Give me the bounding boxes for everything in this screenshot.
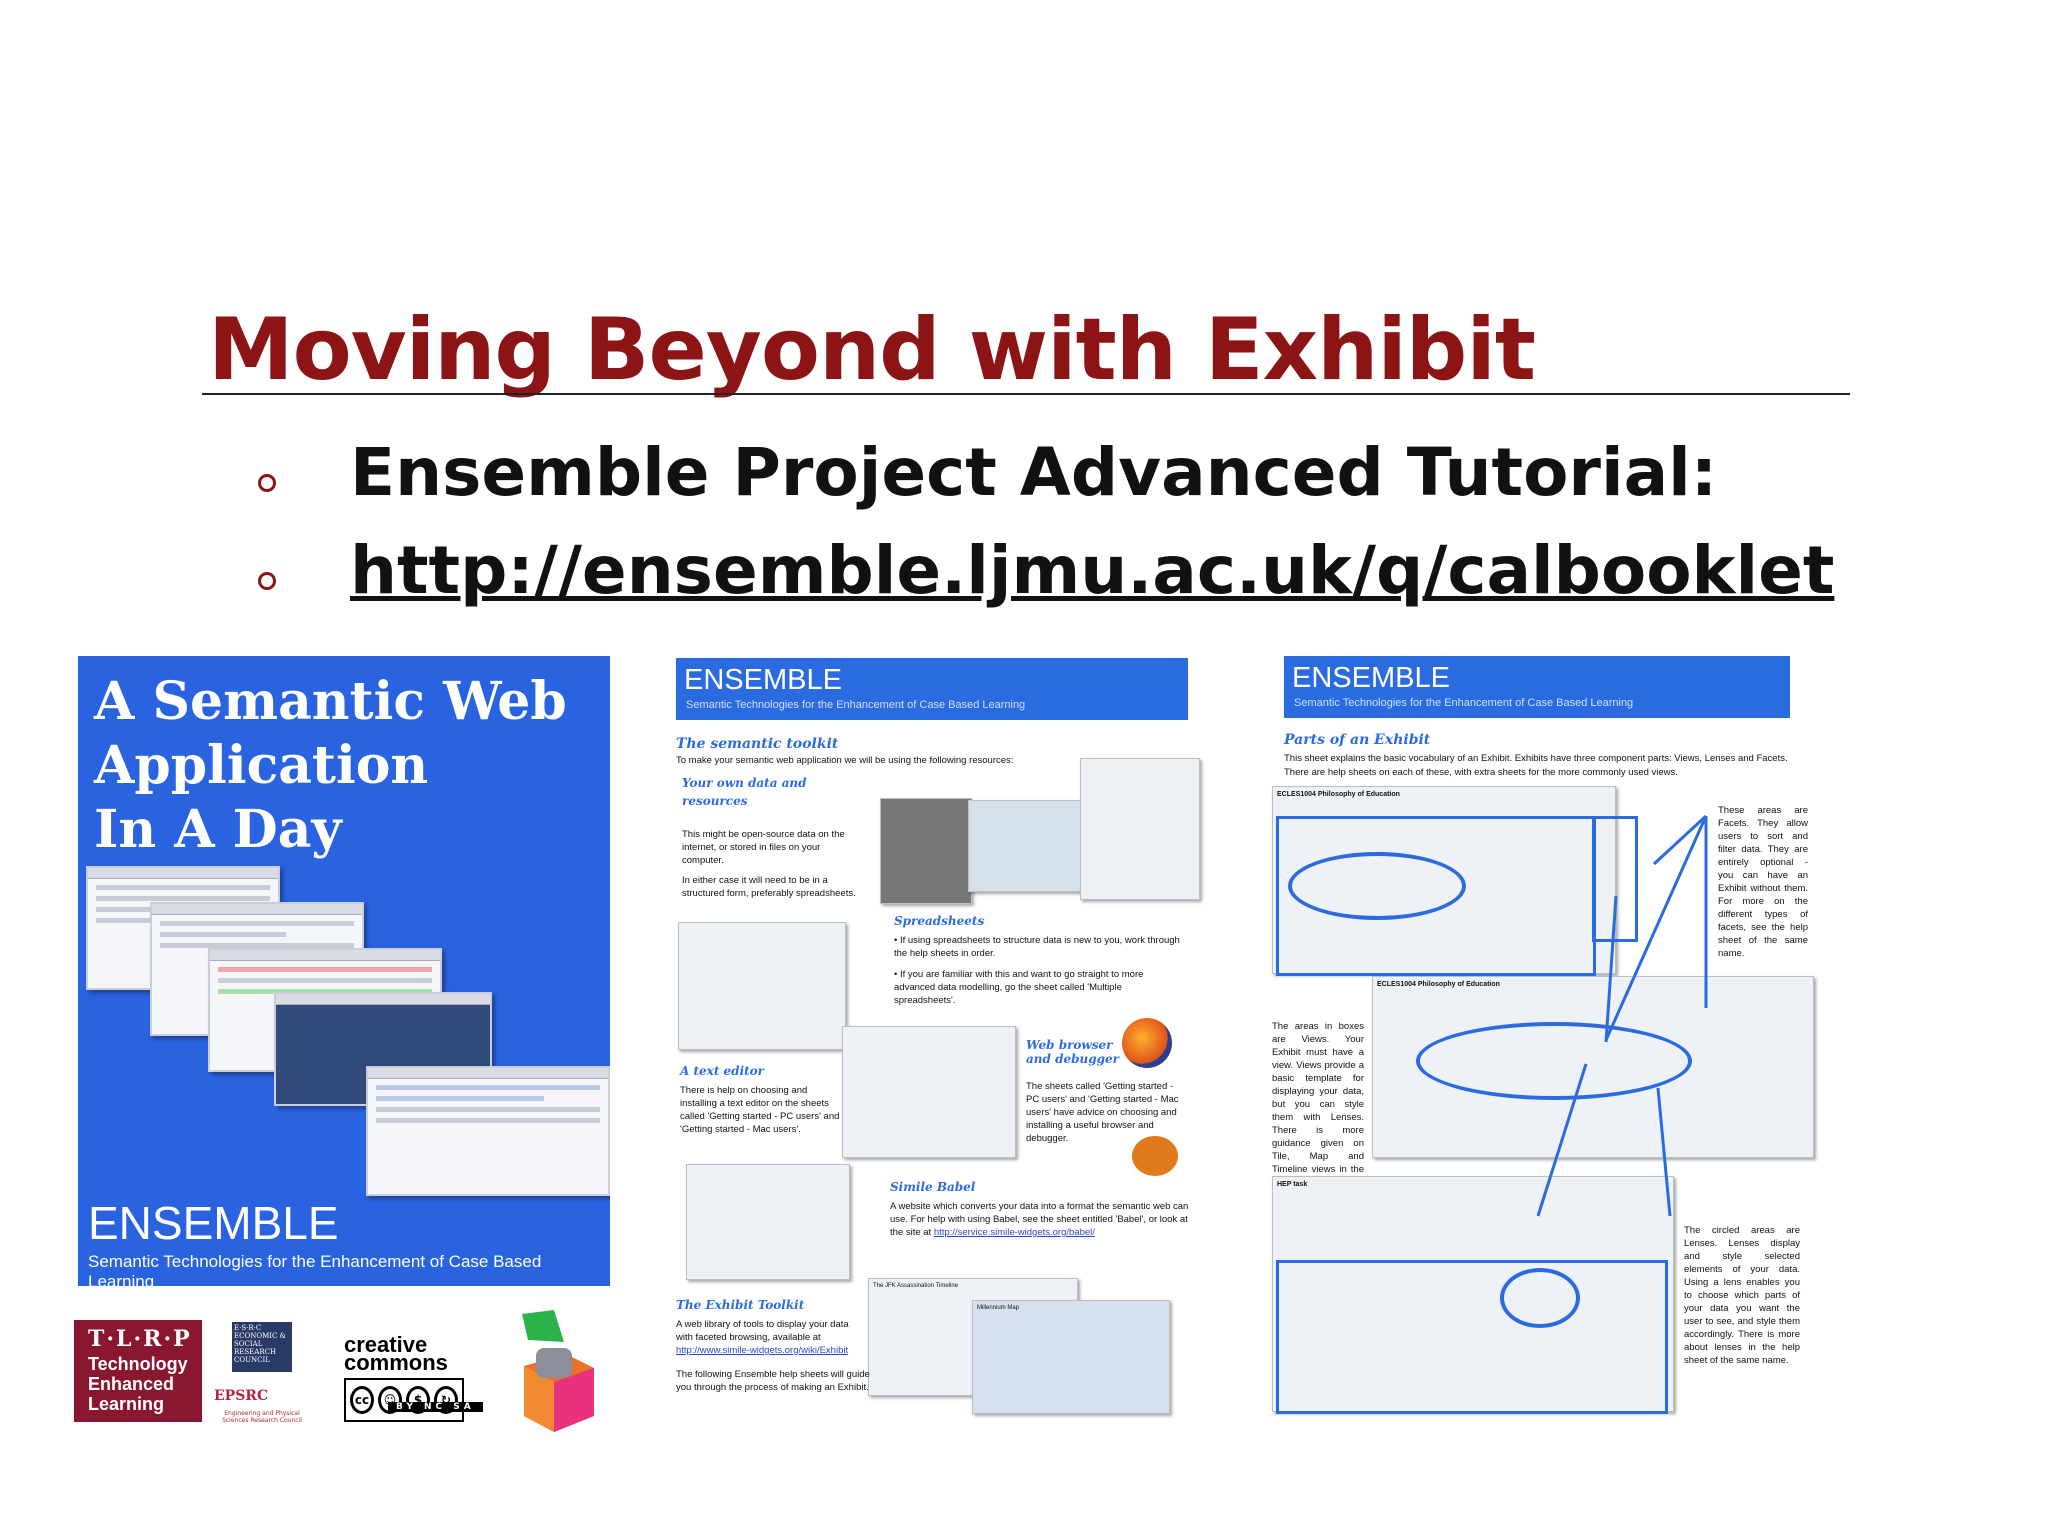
- spreadsheets-bullet-text: If you are familiar with this and want t…: [894, 969, 1144, 1006]
- epsrc-logo-subtitle: Engineering and Physical Sciences Resear…: [222, 1410, 302, 1424]
- babel-thumbnail: [686, 1164, 850, 1280]
- own-data-text: In either case it will need to be in a s…: [682, 875, 856, 899]
- exhibit-title: The Exhibit Toolkit: [676, 1298, 805, 1312]
- parts-intro: There are help sheets on each of these, …: [1284, 767, 1678, 778]
- toolkit-header: ENSEMBLE Semantic Technologies for the E…: [676, 658, 1188, 720]
- esrc-logo: E·S·R·C ECONOMIC & SOCIAL RESEARCH COUNC…: [232, 1322, 292, 1372]
- parts-header: ENSEMBLE Semantic Technologies for the E…: [1284, 656, 1790, 718]
- bullet-icon: [258, 474, 276, 492]
- sa-icon: ↻: [434, 1386, 458, 1414]
- text-editor-title: A text editor: [680, 1064, 764, 1078]
- header-subtitle: Semantic Technologies for the Enhancemen…: [686, 699, 1026, 711]
- screenshot-title: ECLES1004 Philosophy of Education: [1277, 791, 1400, 798]
- toolkit-heading: The semantic toolkit: [676, 736, 839, 752]
- lens-circle: [1288, 852, 1466, 920]
- jfk-caption: The JFK Assassination Timeline: [873, 1283, 959, 1289]
- view-box: [1276, 1260, 1668, 1414]
- babel-text: A website which converts your data into …: [890, 1200, 1190, 1239]
- screenshot-title: ECLES1004 Philosophy of Education: [1377, 981, 1500, 988]
- slide-title: Moving Beyond with Exhibit: [208, 300, 1536, 400]
- babel-title: Simile Babel: [890, 1180, 976, 1194]
- tlrp-logo-line: Learning: [88, 1394, 165, 1414]
- tlrp-logo-line: Technology: [88, 1354, 188, 1374]
- cover-title-line: A Semantic Web: [94, 671, 567, 732]
- firefox-icon: [1122, 1018, 1172, 1068]
- spreadsheets-bullet: • If you are familiar with this and want…: [894, 969, 1144, 1006]
- creative-commons-logo: creative commons cc ☺ $ ↻: [344, 1332, 464, 1422]
- browser-text: The sheets called 'Getting started - PC …: [1026, 1081, 1179, 1144]
- exhibit-text: A web library of tools to display your d…: [676, 1318, 866, 1357]
- tutorial-link[interactable]: http://ensemble.ljmu.ac.uk/q/calbooklet: [350, 532, 1835, 609]
- spreadsheet-thumbnail: [678, 922, 846, 1050]
- tlrp-logo-line: Enhanced: [88, 1374, 175, 1394]
- millennium-caption: Millennium Map: [977, 1305, 1020, 1311]
- lenses-note: The circled areas are Lenses. Lenses dis…: [1684, 1225, 1800, 1366]
- exhibit-text-body: A web library of tools to display your d…: [676, 1319, 849, 1343]
- bullet-tutorial: Ensemble Project Advanced Tutorial:: [350, 434, 1718, 511]
- chart-thumbnail: [1080, 758, 1200, 900]
- cover-brand: ENSEMBLE: [88, 1197, 339, 1249]
- tlrp-logo-top: T·L·R·P: [88, 1326, 192, 1352]
- millennium-map-thumbnail: Millennium Map: [972, 1300, 1170, 1414]
- cc-badge-labels: BY NC SA: [388, 1402, 483, 1412]
- header-brand: ENSEMBLE: [1292, 662, 1450, 694]
- spreadsheets-title: Spreadsheets: [894, 914, 985, 928]
- header-subtitle: Semantic Technologies for the Enhancemen…: [1294, 697, 1634, 709]
- cc-badge: cc ☺ $ ↻: [344, 1378, 464, 1422]
- text-editor-text: There is help on choosing and installing…: [680, 1085, 840, 1135]
- exhibit-screenshot-tiles: HEP task: [1272, 1176, 1674, 1412]
- booklet-cover: A Semantic Web Application In A Day ENSE…: [78, 656, 610, 1286]
- nc-icon: $: [406, 1386, 430, 1414]
- exhibit-text2: The following Ensemble help sheets will …: [676, 1369, 870, 1393]
- title-underline: [202, 393, 1850, 395]
- spreadsheets-bullet: • If using spreadsheets to structure dat…: [894, 935, 1180, 959]
- browser-title-line: Web browser: [1026, 1038, 1113, 1052]
- bullet-icon: [258, 572, 276, 590]
- text-editor-thumbnail: [842, 1026, 1016, 1158]
- parts-sheet: ENSEMBLE Semantic Technologies for the E…: [1266, 656, 1816, 1416]
- tlrp-logo: T·L·R·P Technology Enhanced Learning: [74, 1320, 202, 1422]
- cc-icon: cc: [350, 1386, 374, 1414]
- photo-grid-thumbnail: [880, 798, 972, 904]
- spreadsheets-bullet-text: If using spreadsheets to structure data …: [894, 935, 1180, 959]
- lens-circle: [1500, 1268, 1580, 1328]
- ensemble-box-logo: [522, 1310, 594, 1432]
- epsrc-logo: EPSRC: [214, 1388, 269, 1404]
- babel-link[interactable]: http://service.simile-widgets.org/babel/: [933, 1227, 1095, 1238]
- own-data-title: Your own data and resources: [682, 776, 807, 808]
- annotation-arrows: [1536, 814, 1708, 1217]
- cover-title-line: In A Day: [94, 799, 342, 860]
- cover-title: A Semantic Web Application In A Day: [94, 670, 567, 862]
- facet-box: [1592, 816, 1638, 942]
- lens-circle: [1416, 1022, 1692, 1100]
- toolkit-intro: To make your semantic web application we…: [676, 755, 1014, 766]
- map-thumbnail: [968, 800, 1082, 892]
- browser-title-line: and debugger: [1026, 1052, 1119, 1066]
- parts-intro: This sheet explains the basic vocabulary…: [1284, 753, 1788, 764]
- header-brand: ENSEMBLE: [684, 664, 842, 696]
- cover-screenshot: [366, 1066, 610, 1196]
- own-data-text: This might be open-source data on the in…: [682, 829, 845, 866]
- screenshot-title: HEP task: [1277, 1181, 1308, 1188]
- parts-heading: Parts of an Exhibit: [1284, 732, 1431, 748]
- exhibit-link[interactable]: http://www.simile-widgets.org/wiki/Exhib…: [676, 1345, 849, 1356]
- firebug-icon: [1132, 1136, 1178, 1176]
- babel-text-body: A website which converts your data into …: [890, 1201, 1189, 1238]
- cover-title-line: Application: [94, 735, 429, 796]
- toolkit-sheet: ENSEMBLE Semantic Technologies for the E…: [672, 656, 1204, 1416]
- facets-note: These areas are Facets. They allow users…: [1718, 805, 1808, 959]
- cc-wordmark: creative commons: [344, 1332, 448, 1375]
- cover-subtitle: Semantic Technologies for the Enhancemen…: [88, 1252, 542, 1286]
